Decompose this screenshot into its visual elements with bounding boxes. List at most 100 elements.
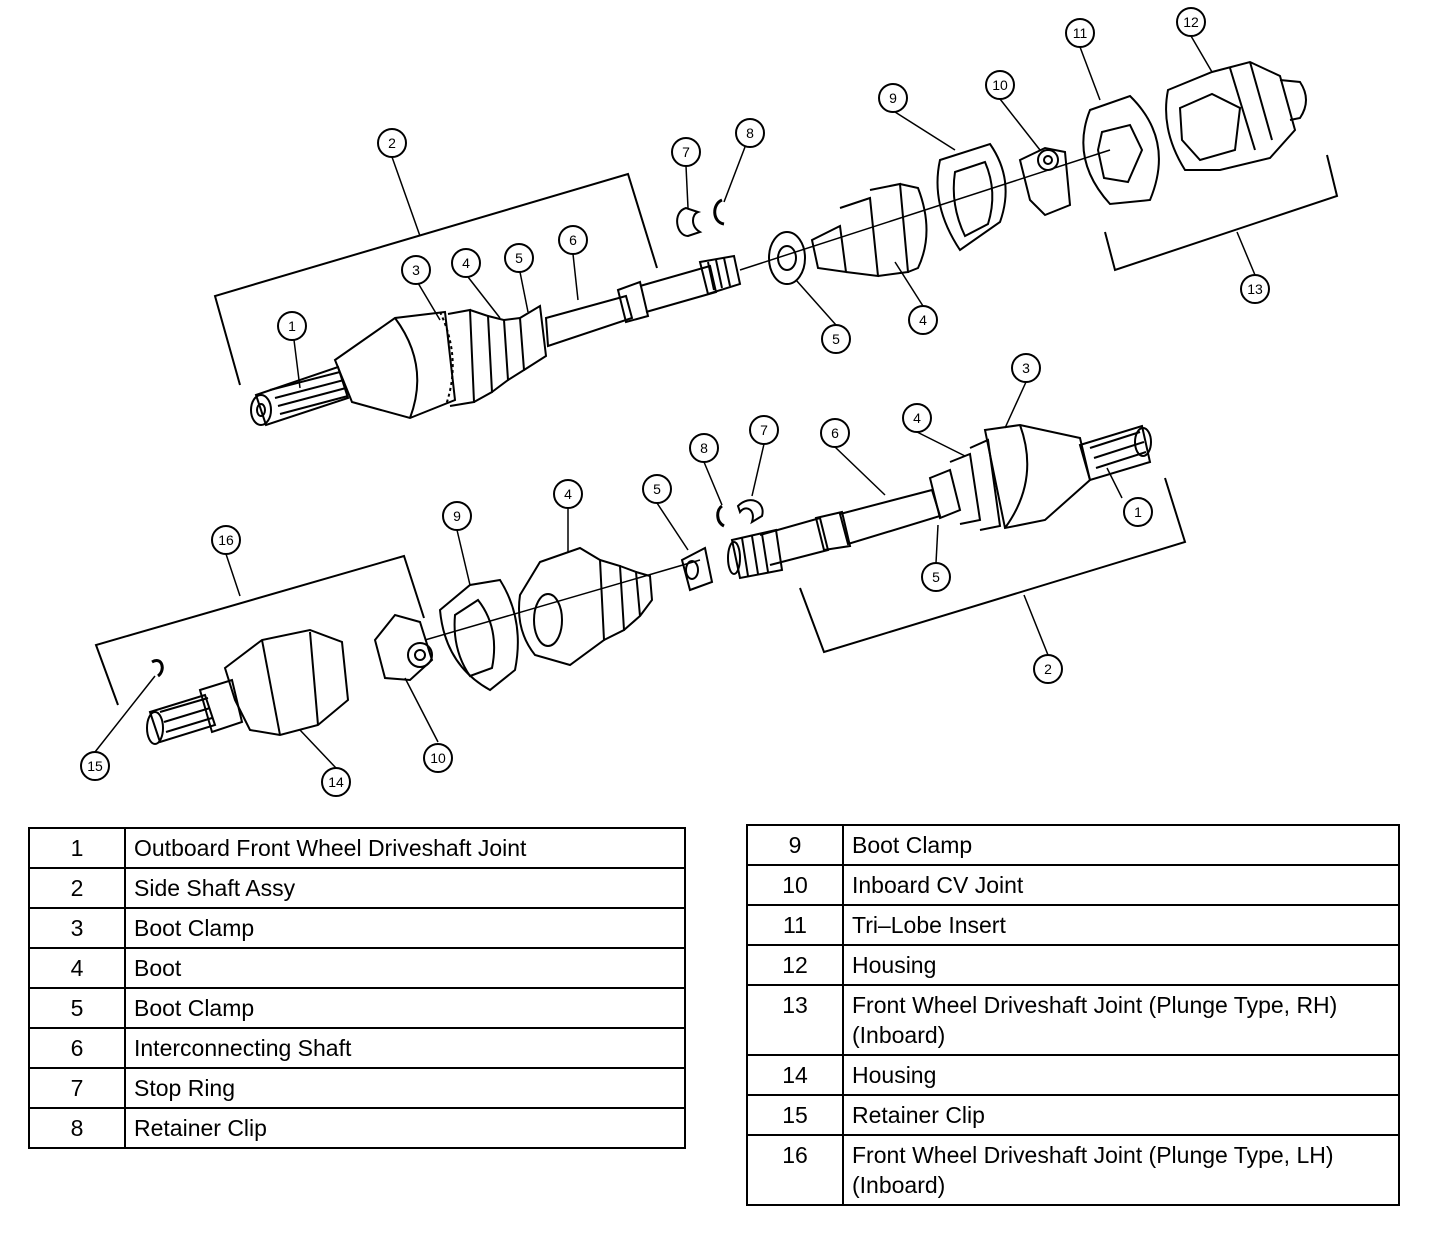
bracket-2-lower (799, 477, 1187, 654)
legend-description: Housing (842, 1054, 1400, 1096)
retainer-clip-lower-left (151, 659, 164, 678)
callout-lower-5b: 5 (642, 474, 672, 504)
legend-description: Retainer Clip (842, 1094, 1400, 1136)
callout-lower-9: 9 (442, 501, 472, 531)
legend-description: Retainer Clip (124, 1107, 686, 1149)
inboard-stub-lower (146, 693, 217, 745)
callout-upper-5b: 5 (821, 324, 851, 354)
callout-label: 11 (1073, 25, 1088, 41)
callout-label: 9 (453, 508, 461, 524)
callout-label: 2 (1044, 661, 1052, 677)
callout-upper-10: 10 (985, 70, 1015, 100)
trilobe-insert (1082, 94, 1160, 206)
legend-number: 14 (746, 1054, 844, 1096)
boot-upper-outboard (447, 304, 548, 407)
callout-label: 3 (1022, 360, 1030, 376)
callout-label: 4 (462, 255, 470, 271)
callout-lower-16: 16 (211, 525, 241, 555)
callout-lower-8: 8 (689, 433, 719, 463)
callout-label: 7 (682, 144, 690, 160)
leader-lines (94, 35, 1256, 769)
callout-lower-7: 7 (749, 415, 779, 445)
legend-number: 8 (28, 1107, 126, 1149)
legend-number: 11 (746, 904, 844, 946)
legend-description: Housing (842, 944, 1400, 986)
legend-description: Boot Clamp (124, 907, 686, 949)
callout-lower-4a: 4 (902, 403, 932, 433)
outboard-stub-lower (1078, 424, 1152, 482)
callout-label: 16 (218, 532, 234, 548)
boot-clamp-5-lower (680, 546, 714, 592)
callout-lower-2: 2 (1033, 654, 1063, 684)
callout-upper-4: 4 (451, 248, 481, 278)
callout-upper-11: 11 (1065, 18, 1095, 48)
callout-label: 5 (515, 250, 523, 266)
interconnecting-shaft-lower (727, 488, 942, 580)
legend-description: Interconnecting Shaft (124, 1027, 686, 1069)
bracket-16 (94, 554, 425, 706)
interconnecting-shaft-upper (544, 254, 742, 348)
legend-description: Front Wheel Driveshaft Joint (Plunge Typ… (842, 1134, 1400, 1206)
callout-lower-4b: 4 (553, 479, 583, 509)
stop-ring-upper (676, 206, 703, 238)
boot-clamp-5-upper (768, 231, 806, 285)
callout-label: 4 (913, 410, 921, 426)
legend-number: 3 (28, 907, 126, 949)
bracket-13 (1104, 154, 1339, 272)
callout-upper-8: 8 (735, 118, 765, 148)
outboard-joint-lower (983, 423, 1092, 530)
boot-clamp-9-lower (438, 578, 519, 692)
callout-upper-13: 13 (1240, 274, 1270, 304)
legend-number: 4 (28, 947, 126, 989)
legend-number: 2 (28, 867, 126, 909)
callout-lower-14: 14 (321, 767, 351, 797)
stop-ring-lower (736, 499, 764, 525)
callout-label: 10 (992, 77, 1008, 93)
callout-label: 15 (87, 758, 103, 774)
callout-label: 9 (889, 90, 897, 106)
callout-label: 3 (412, 262, 420, 278)
legend-number: 6 (28, 1027, 126, 1069)
callout-label: 14 (328, 774, 344, 790)
outboard-stub-upper (250, 365, 350, 427)
callout-label: 5 (832, 331, 840, 347)
legend-description: Boot (124, 947, 686, 989)
legend-description: Front Wheel Driveshaft Joint (Plunge Typ… (842, 984, 1400, 1056)
callout-upper-9: 9 (878, 83, 908, 113)
legend-description: Boot Clamp (124, 987, 686, 1029)
callout-label: 4 (919, 312, 927, 328)
callout-label: 1 (1134, 504, 1142, 520)
legend-number: 15 (746, 1094, 844, 1136)
callout-upper-2: 2 (377, 128, 407, 158)
upper-assembly (213, 60, 1339, 427)
callout-label: 5 (932, 569, 940, 585)
bracket-2-upper (213, 172, 658, 386)
tripod-lower (373, 613, 434, 682)
housing-lower (198, 628, 350, 737)
callout-label: 8 (746, 125, 754, 141)
callout-label: 2 (388, 135, 396, 151)
legend-description: Tri–Lobe Insert (842, 904, 1400, 946)
tripod-upper (1018, 146, 1072, 217)
callout-label: 8 (700, 440, 708, 456)
callout-lower-6: 6 (820, 418, 850, 448)
callout-label: 4 (564, 486, 572, 502)
callout-label: 7 (760, 422, 768, 438)
